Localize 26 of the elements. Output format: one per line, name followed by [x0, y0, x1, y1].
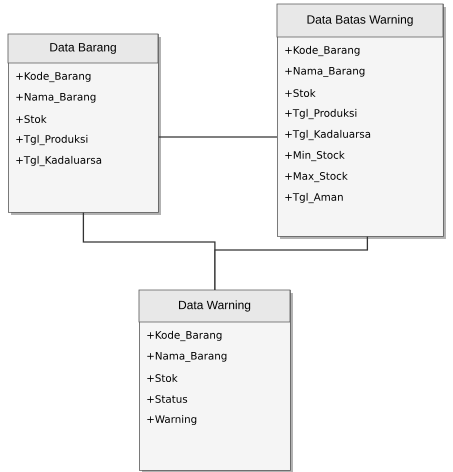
connector-line [214, 236, 368, 290]
attribute-text: +Stok [16, 115, 47, 123]
attribute-text: +Nama_Barang [16, 93, 96, 103]
class-name: Data Batas Warning [308, 14, 413, 26]
class-name: Data Warning [179, 300, 250, 312]
attribute-text: +Stok [147, 374, 178, 382]
attribute-text: +Tgl_Produksi [16, 134, 88, 146]
attribute-text: +Nama_Barang [147, 352, 226, 362]
attribute-text: +Tgl_Produksi [285, 108, 356, 120]
connector-line [158, 136, 277, 138]
attribute-text: +Kode_Barang [16, 72, 90, 82]
attribute-text: +Stok [285, 89, 316, 97]
class-box [8, 34, 161, 215]
attribute-text: +Kode_Barang [147, 330, 222, 342]
attribute-text: +Status [147, 395, 188, 403]
attribute-text: +Warning [147, 415, 196, 425]
attribute-text: +Tgl_Kadaluarsa [16, 156, 102, 166]
attribute-text: +Nama_Barang [285, 67, 364, 77]
attribute-text: +Min_Stock [285, 150, 345, 162]
attribute-text: +Tgl_Aman [285, 192, 343, 204]
class-name: Data Barang [50, 43, 116, 54]
attribute-text: +Max_Stock [285, 172, 348, 182]
class-box [138, 290, 293, 472]
class-box [276, 4, 446, 239]
attribute-text: +Tgl_Kadaluarsa [285, 130, 370, 140]
attribute-text: +Kode_Barang [285, 46, 360, 56]
